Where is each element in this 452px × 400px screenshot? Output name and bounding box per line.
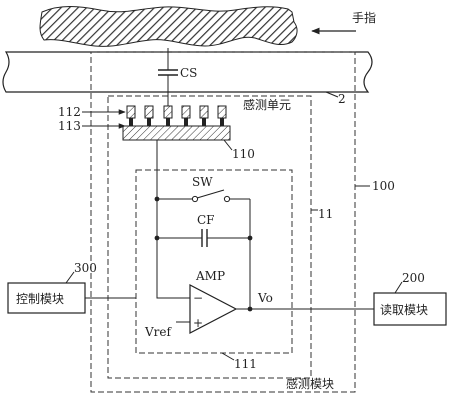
sensing-unit-box bbox=[107, 95, 312, 379]
read-module-label: 读取模块 bbox=[380, 303, 428, 317]
connector bbox=[129, 118, 133, 126]
ref-11-label: 11 bbox=[318, 207, 333, 221]
electrode bbox=[199, 105, 209, 119]
substrate-110 bbox=[122, 125, 231, 141]
electrode bbox=[144, 105, 154, 119]
ref-111-label: 111 bbox=[234, 357, 257, 371]
input-wire bbox=[156, 140, 190, 299]
ref-200-leader bbox=[394, 281, 403, 294]
connector-array bbox=[129, 118, 224, 126]
ref-100-label: 100 bbox=[372, 179, 395, 193]
connector bbox=[202, 118, 206, 126]
connector bbox=[220, 118, 224, 126]
sw-blade bbox=[196, 189, 225, 199]
sensing-unit-label: 感测单元 bbox=[243, 97, 291, 112]
sensing-module-box bbox=[90, 51, 356, 393]
ref-2-label: 2 bbox=[338, 92, 346, 106]
vref-label: Vref bbox=[144, 325, 173, 339]
connector bbox=[166, 118, 170, 126]
ref-112-label: 112 bbox=[58, 105, 81, 119]
ref-110-label: 110 bbox=[232, 147, 255, 161]
cs-label: CS bbox=[180, 66, 197, 80]
ref-200-label: 200 bbox=[402, 271, 425, 285]
connector bbox=[184, 118, 188, 126]
control-module-box bbox=[7, 282, 86, 314]
electrode bbox=[217, 105, 227, 119]
ref-111-leader bbox=[221, 352, 235, 361]
sw-terminal bbox=[223, 195, 231, 203]
amp-label: AMP bbox=[195, 269, 225, 283]
ref-110-leader bbox=[223, 139, 233, 151]
electrode bbox=[181, 105, 191, 119]
amp-triangle bbox=[189, 284, 238, 334]
ref-300-leader bbox=[65, 271, 75, 284]
finger-label: 手指 bbox=[352, 10, 376, 25]
vo-label: Vo bbox=[257, 291, 273, 305]
control-module-label: 控制模块 bbox=[16, 292, 64, 306]
amp-plus-sign: + bbox=[193, 316, 203, 330]
cover-plate bbox=[2, 51, 373, 93]
cf-label: CF bbox=[197, 213, 215, 227]
read-module-box bbox=[373, 292, 447, 326]
ref-300-label: 300 bbox=[74, 261, 97, 275]
finger-shape bbox=[39, 6, 298, 47]
amp-minus-sign: − bbox=[193, 291, 203, 305]
electrode bbox=[126, 105, 136, 119]
electrode-array bbox=[126, 105, 227, 119]
sensing-module-label: 感测模块 bbox=[286, 376, 334, 391]
ref-113-label: 113 bbox=[58, 119, 81, 133]
sw-label: SW bbox=[192, 175, 213, 189]
sw-terminal bbox=[191, 195, 199, 203]
ref-2-leader bbox=[325, 91, 339, 98]
amplifier-circuit-box bbox=[135, 169, 293, 354]
connector bbox=[147, 118, 151, 126]
electrode bbox=[163, 105, 173, 119]
